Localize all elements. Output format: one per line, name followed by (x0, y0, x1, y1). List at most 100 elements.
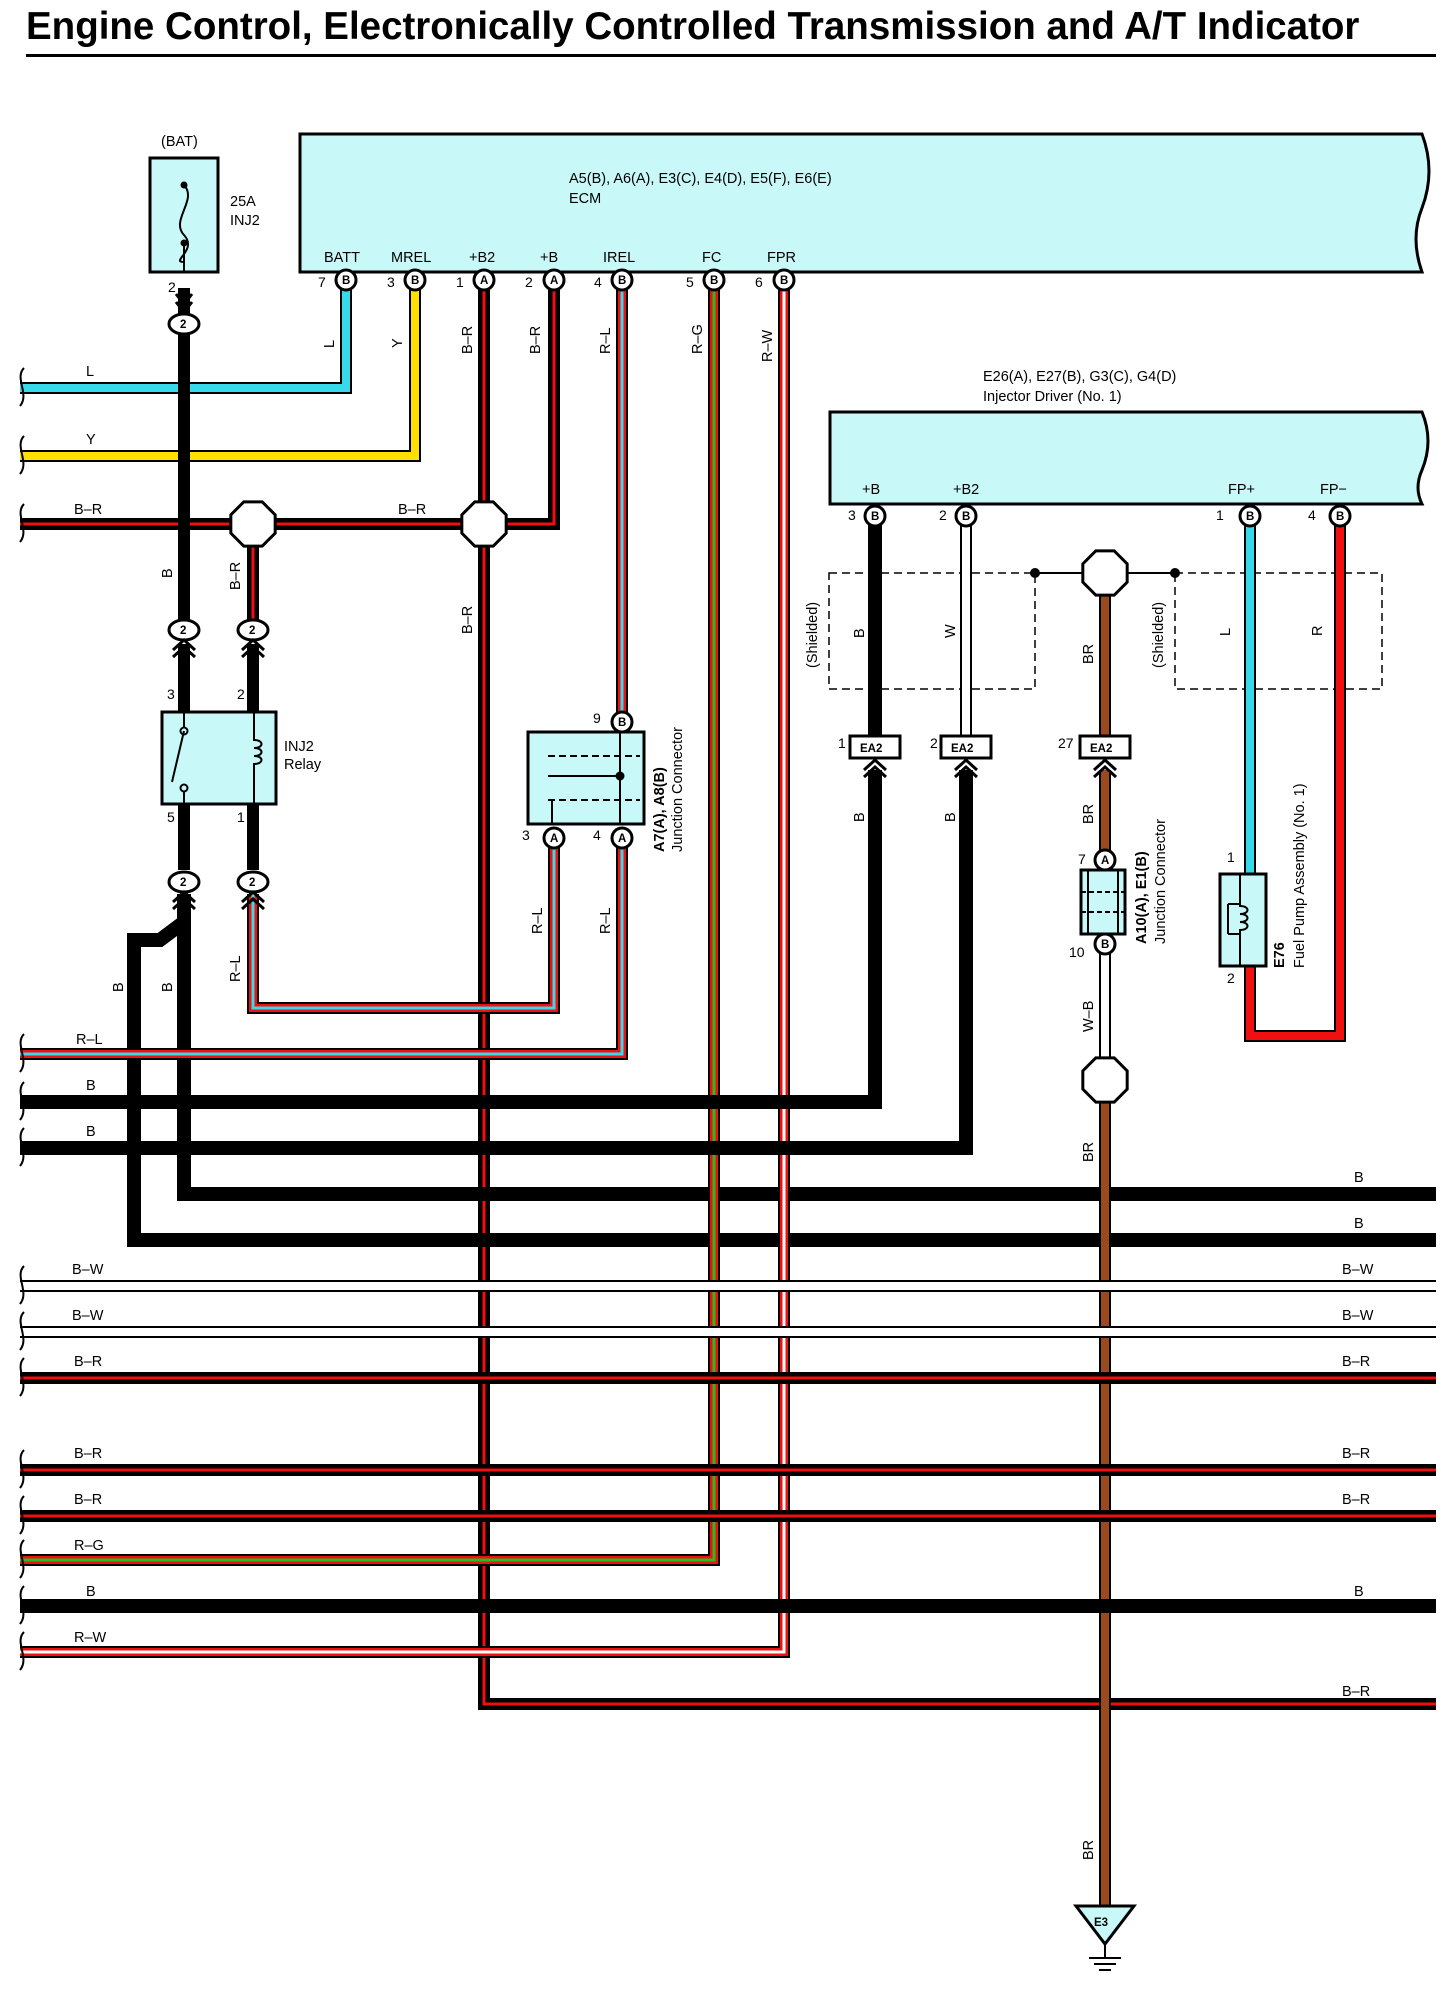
wire-label: B (852, 812, 868, 822)
shielded-label: (Shielded) (805, 602, 821, 668)
bus-left-label: B–W (72, 1308, 104, 1324)
wire-label: Y (390, 338, 406, 348)
junction-connector-icon (1081, 870, 1125, 934)
wire-label: B (111, 982, 127, 992)
bus-left-label: R–W (74, 1630, 107, 1646)
wire-stripe (20, 288, 556, 526)
pin-letter: B (780, 275, 788, 287)
pin-letter: B (871, 511, 879, 523)
connector-chevron (862, 757, 888, 779)
pin-letter: A (618, 833, 626, 845)
wire-outline (20, 288, 421, 462)
bus-right-label: B–R (1342, 1446, 1370, 1462)
pin-terminal (542, 826, 566, 850)
pin-terminal (954, 504, 978, 528)
wire-core (20, 770, 973, 1155)
wire-label: W (943, 624, 959, 638)
wire-labels: L Y B–R B–R R–L R–G R–W B B–R B–R R–L R–… (72, 324, 1374, 1860)
ecm-pin-label: MREL (391, 250, 431, 266)
wire-label: BR (1081, 644, 1097, 664)
ea2-connector (848, 734, 902, 760)
jc1-pin-num: 9 (593, 710, 601, 726)
wire-outline (20, 288, 560, 530)
pin-terminal (863, 504, 887, 528)
wire-label: B–R (528, 326, 544, 354)
jc1-name: Junction Connector (670, 727, 686, 852)
junction-connector-a7-a8: A7(A), A8(B) Junction Connector 9 3 4 (522, 710, 686, 852)
connector-label: 2 (180, 625, 186, 637)
wire-stripe (251, 846, 556, 1010)
ecm-pin-label: +B (540, 250, 558, 266)
ea2-label: EA2 (1090, 743, 1112, 755)
wire-rl (247, 846, 560, 1014)
wire-label: R (1310, 626, 1326, 636)
wire-break-mark (19, 435, 25, 475)
pin-terminal (403, 268, 427, 292)
wire-core (20, 288, 558, 528)
fuse: (BAT) 25A INJ2 2 (148, 134, 260, 295)
wire-core (249, 846, 558, 1012)
connector-label: 2 (180, 877, 186, 889)
wire-stripe (20, 288, 786, 1654)
bus-left-label: B–R (74, 1446, 102, 1462)
wire-label: R–L (530, 907, 546, 934)
ea2-pin-num: 1 (838, 735, 846, 751)
inj2-relay: 3 2 INJ2 Relay 5 1 (160, 686, 322, 825)
wire-label: R–L (228, 955, 244, 982)
wire-r (1244, 516, 1346, 1042)
ground-label: E3 (1094, 1917, 1108, 1929)
wire-br-long (478, 288, 1436, 1710)
pin-letter: A (550, 833, 558, 845)
injector-pin-num: 1 (1216, 507, 1224, 523)
wire-label: B (852, 628, 868, 638)
injector-pin-label: FP+ (1228, 482, 1255, 498)
wire-label: B (943, 812, 959, 822)
wire-label: B (160, 568, 176, 578)
connector-chevron (171, 889, 197, 911)
ecm-name: ECM (569, 191, 601, 207)
wires-layer (20, 288, 1436, 1906)
jc2-name: Junction Connector (1153, 819, 1169, 944)
bus-right-label: B–R (1342, 1492, 1370, 1508)
wire-break-mark (19, 1631, 25, 1671)
pin-terminal (542, 268, 566, 292)
bus-left-label: B–R (74, 1354, 102, 1370)
bus-left-label: B (86, 1584, 96, 1600)
pin-letter: B (342, 275, 350, 287)
bus-left-label: B (86, 1124, 96, 1140)
relay-pin-num: 1 (237, 809, 245, 825)
wire-label: BR (1081, 804, 1097, 824)
pin-terminal (1093, 848, 1117, 872)
injector-pin-label: FP− (1320, 482, 1347, 498)
pin-letter: A (1101, 855, 1109, 867)
injector-pin-num: 3 (848, 507, 856, 523)
wire-stripe (482, 288, 1436, 1706)
ecm-pin-label: IREL (603, 250, 635, 266)
wire-core (20, 288, 419, 460)
bus-right-label: B–R (1342, 1684, 1370, 1700)
pin-letter: A (480, 275, 488, 287)
ecm-codes: A5(B), A6(A), E3(C), E4(D), E5(F), E6(E) (569, 171, 832, 187)
wire-break-mark (19, 1127, 25, 1167)
bus-right-label: B–W (1342, 1262, 1374, 1278)
wire-label: B–R (460, 326, 476, 354)
wire-break-mark (19, 367, 25, 407)
pin-letter: A (550, 275, 558, 287)
wire-rw (20, 288, 790, 1658)
pin-letter: B (1101, 939, 1109, 951)
connector-chevron (174, 293, 194, 315)
wire-break-mark (19, 1495, 25, 1535)
ea2-pin-num: 27 (1058, 735, 1074, 751)
injector-codes: E26(A), E27(B), G3(C), G4(D) (983, 369, 1176, 385)
pin-terminal (1328, 504, 1352, 528)
shield-box: (Shielded) (1151, 572, 1383, 690)
jc2-pin-num: 10 (1069, 944, 1085, 960)
relay-pin-num: 5 (167, 809, 175, 825)
pin-letter: B (618, 717, 626, 729)
pin-letter: B (411, 275, 419, 287)
pin-terminal (702, 268, 726, 292)
diagram-title: Engine Control, Electronically Controlle… (26, 5, 1360, 48)
bus-left-label: R–L (76, 1032, 103, 1048)
pin-terminal (1093, 932, 1117, 956)
wire-break-mark (19, 1311, 25, 1351)
